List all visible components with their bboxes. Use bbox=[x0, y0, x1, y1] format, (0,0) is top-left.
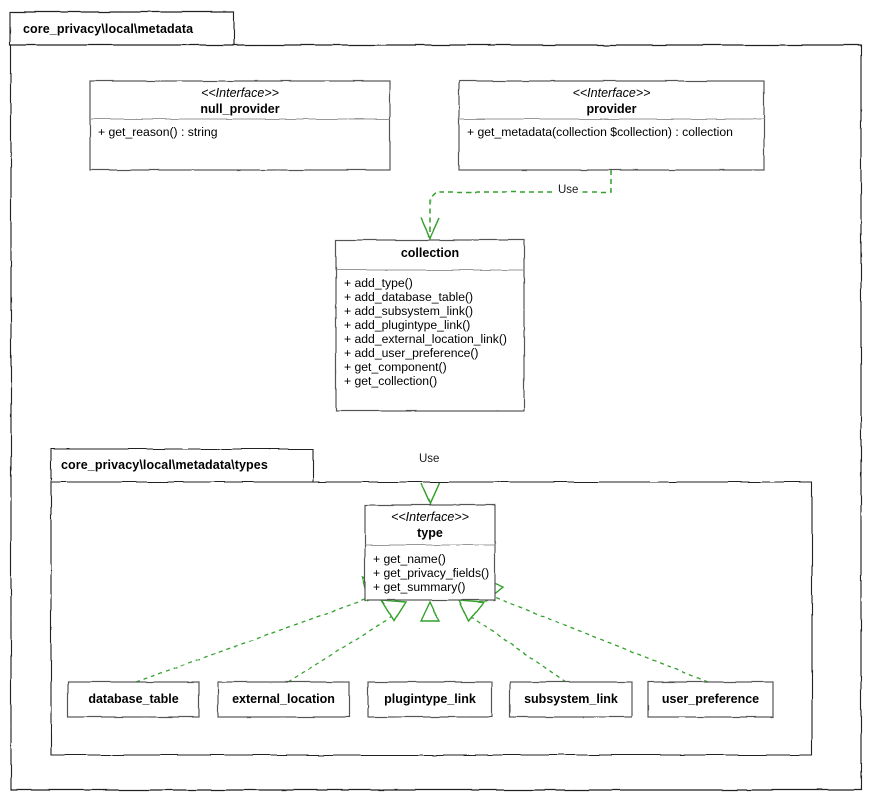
member-type-0: + get_name() bbox=[373, 552, 446, 566]
classbox-user_preference[interactable]: user_preference bbox=[648, 682, 773, 717]
classbox-outline-type bbox=[364, 504, 496, 601]
member-collection-6: + get_component() bbox=[344, 360, 447, 374]
classbox-plugintype_link[interactable]: plugintype_link bbox=[368, 682, 492, 717]
relation-subsystem_link-type bbox=[457, 599, 567, 683]
member-collection-1: + add_database_table() bbox=[344, 290, 474, 304]
classbox-outline-external_location bbox=[217, 681, 350, 718]
relation-provider-collection bbox=[420, 170, 612, 240]
member-collection-0: + add_type() bbox=[344, 276, 413, 290]
classname-collection: collection bbox=[400, 246, 460, 260]
classbox-outline-null_provider bbox=[89, 80, 391, 171]
relation-label-collection-type: Use bbox=[417, 453, 442, 465]
relation-label-provider-collection: Use bbox=[556, 184, 581, 196]
classbox-subsystem_link[interactable]: subsystem_link bbox=[510, 682, 632, 717]
member-collection-7: + get_collection() bbox=[344, 374, 438, 388]
classbox-type[interactable]: <<Interface>> type + get_name() + get_pr… bbox=[365, 505, 495, 600]
member-type-1: + get_privacy_fields() bbox=[373, 566, 490, 580]
relation-collection-type bbox=[420, 411, 440, 505]
classname-database_table: database_table bbox=[88, 692, 179, 706]
classbox-database_table[interactable]: database_table bbox=[68, 682, 199, 717]
classname-provider: provider bbox=[586, 102, 637, 116]
classbox-provider[interactable]: <<Interface>> provider + get_metadata(co… bbox=[459, 81, 764, 170]
classname-user_preference: user_preference bbox=[661, 692, 760, 706]
classname-plugintype_link: plugintype_link bbox=[384, 692, 476, 706]
package-label-types: core_privacy\local\metadata\types bbox=[61, 458, 268, 472]
classbox-outline-plugintype_link bbox=[367, 681, 493, 718]
classbox-outline-database_table bbox=[67, 681, 200, 718]
classname-external_location: external_location bbox=[232, 692, 335, 706]
stereotype-type: <<Interface>> bbox=[391, 510, 469, 524]
member-collection-2: + add_subsystem_link() bbox=[344, 304, 474, 318]
classbox-outline-user_preference bbox=[647, 681, 774, 718]
classname-null_provider: null_provider bbox=[200, 102, 280, 116]
classbox-outline-collection bbox=[335, 239, 525, 412]
stereotype-null_provider: <<Interface>> bbox=[201, 86, 279, 100]
classbox-external_location[interactable]: external_location bbox=[218, 682, 349, 717]
member-collection-4: + add_external_location_link() bbox=[344, 332, 507, 346]
classname-subsystem_link: subsystem_link bbox=[524, 692, 618, 706]
package-frame-metadata bbox=[9, 11, 862, 791]
classname-type: type bbox=[417, 526, 443, 540]
classbox-outline-subsystem_link bbox=[509, 681, 633, 718]
relation-external_location-type bbox=[287, 599, 408, 683]
package-label-metadata: core_privacy\local\metadata bbox=[23, 22, 194, 36]
member-type-2: + get_summary() bbox=[373, 580, 466, 594]
classbox-collection[interactable]: collection + add_type() + add_database_t… bbox=[336, 240, 524, 411]
classbox-outline-provider bbox=[458, 80, 765, 171]
package-frame-types bbox=[50, 448, 813, 756]
classbox-null_provider[interactable]: <<Interface>> null_provider + get_reason… bbox=[90, 81, 390, 170]
relation-plugintype_link-type bbox=[419, 600, 441, 682]
member-collection-5: + add_user_preference() bbox=[344, 346, 479, 360]
member-provider-0: + get_metadata(collection $collection) :… bbox=[467, 125, 733, 139]
member-null_provider-0: + get_reason() : string bbox=[98, 125, 218, 139]
stereotype-provider: <<Interface>> bbox=[572, 86, 651, 100]
member-collection-3: + add_plugintype_link() bbox=[344, 318, 471, 332]
